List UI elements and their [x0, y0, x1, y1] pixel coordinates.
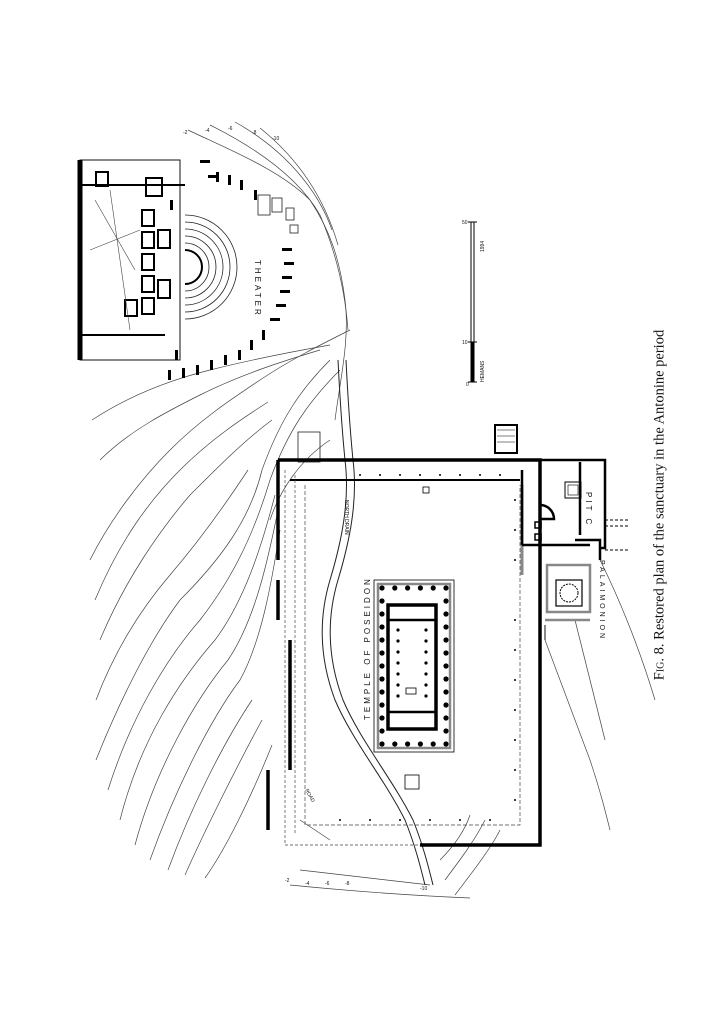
svg-text:-10: -10: [420, 886, 427, 892]
temple-column: [379, 624, 385, 630]
temple-column: [424, 683, 428, 687]
temple-column: [424, 694, 428, 698]
temple-column: [396, 650, 400, 654]
svg-text:-6: -6: [325, 881, 330, 887]
theater-label: THEATER: [253, 260, 262, 318]
temple-column: [430, 741, 436, 747]
north-drain-label: NORTH DRAIN: [343, 500, 349, 535]
svg-text:-4: -4: [205, 128, 210, 134]
temple-column: [424, 628, 428, 632]
temple-column: [379, 715, 385, 721]
temple-column: [443, 624, 449, 630]
temple-column: [443, 611, 449, 617]
temple-column: [443, 637, 449, 643]
temple-column: [379, 702, 385, 708]
temple-column: [424, 639, 428, 643]
temple-column: [379, 676, 385, 682]
temple-column: [430, 585, 436, 591]
svg-text:-8: -8: [345, 881, 350, 887]
temple-column: [379, 611, 385, 617]
temple-column: [417, 585, 423, 591]
temple-column: [396, 639, 400, 643]
temple-column: [379, 728, 385, 734]
contour-lines: [89, 121, 656, 899]
scale-bar: 0 10 50 HEMANS 1994: [462, 220, 486, 388]
svg-text:-6: -6: [228, 126, 233, 132]
temple-column: [396, 694, 400, 698]
temple-column: [379, 585, 385, 591]
temple-column: [443, 728, 449, 734]
palaimonion-complex: [494, 424, 630, 640]
pit-c-label: PIT C: [584, 492, 593, 527]
temple-column: [443, 663, 449, 669]
temple-column: [443, 715, 449, 721]
scale-tick-50: 50: [462, 220, 468, 226]
temple-column: [443, 598, 449, 604]
temple-column: [396, 683, 400, 687]
svg-text:-10: -10: [272, 136, 279, 142]
north-drain: [321, 359, 434, 886]
stoa-columns: [339, 474, 516, 821]
temple-column: [396, 628, 400, 632]
temple-column: [443, 585, 449, 591]
temple-column: [417, 741, 423, 747]
temple-column: [443, 689, 449, 695]
temple-column: [379, 741, 385, 747]
scale-credit: HEMANS: [480, 360, 486, 382]
temple-column: [392, 741, 398, 747]
temple-column: [379, 689, 385, 695]
temple-peristyle: [379, 585, 449, 747]
svg-text:-8: -8: [252, 130, 257, 136]
temple-column: [424, 650, 428, 654]
temple-column: [392, 585, 398, 591]
temple-column: [424, 672, 428, 676]
temple-column: [424, 661, 428, 665]
temple-column: [443, 702, 449, 708]
scale-year: 1994: [480, 241, 486, 252]
temple-column: [443, 676, 449, 682]
palaimonion-label: PALAIMONION: [598, 560, 605, 641]
road-label: ROAD: [303, 788, 316, 804]
temple-column: [396, 672, 400, 676]
temple-column: [405, 585, 411, 591]
scale-tick-0: 0: [466, 382, 469, 388]
temple-column: [379, 663, 385, 669]
theater-annex: [257, 194, 321, 463]
scale-tick-10: 10: [462, 340, 468, 346]
temple-label: TEMPLE OF POSEIDON: [363, 576, 372, 720]
theater: THEATER: [77, 159, 294, 380]
temple-column: [443, 741, 449, 747]
temple-column: [379, 598, 385, 604]
svg-text:-2: -2: [285, 878, 290, 884]
temple-column: [379, 650, 385, 656]
temple-column: [443, 650, 449, 656]
contour-numerals: -2 -4 -6 -8 -10 -2 -4 -6 -8 -10: [183, 126, 427, 892]
svg-text:-2: -2: [183, 130, 188, 136]
temple-of-poseidon: TEMPLE OF POSEIDON: [363, 486, 455, 790]
temple-column: [396, 661, 400, 665]
svg-text:-4: -4: [305, 881, 310, 887]
temple-column: [405, 741, 411, 747]
temple-column: [379, 637, 385, 643]
